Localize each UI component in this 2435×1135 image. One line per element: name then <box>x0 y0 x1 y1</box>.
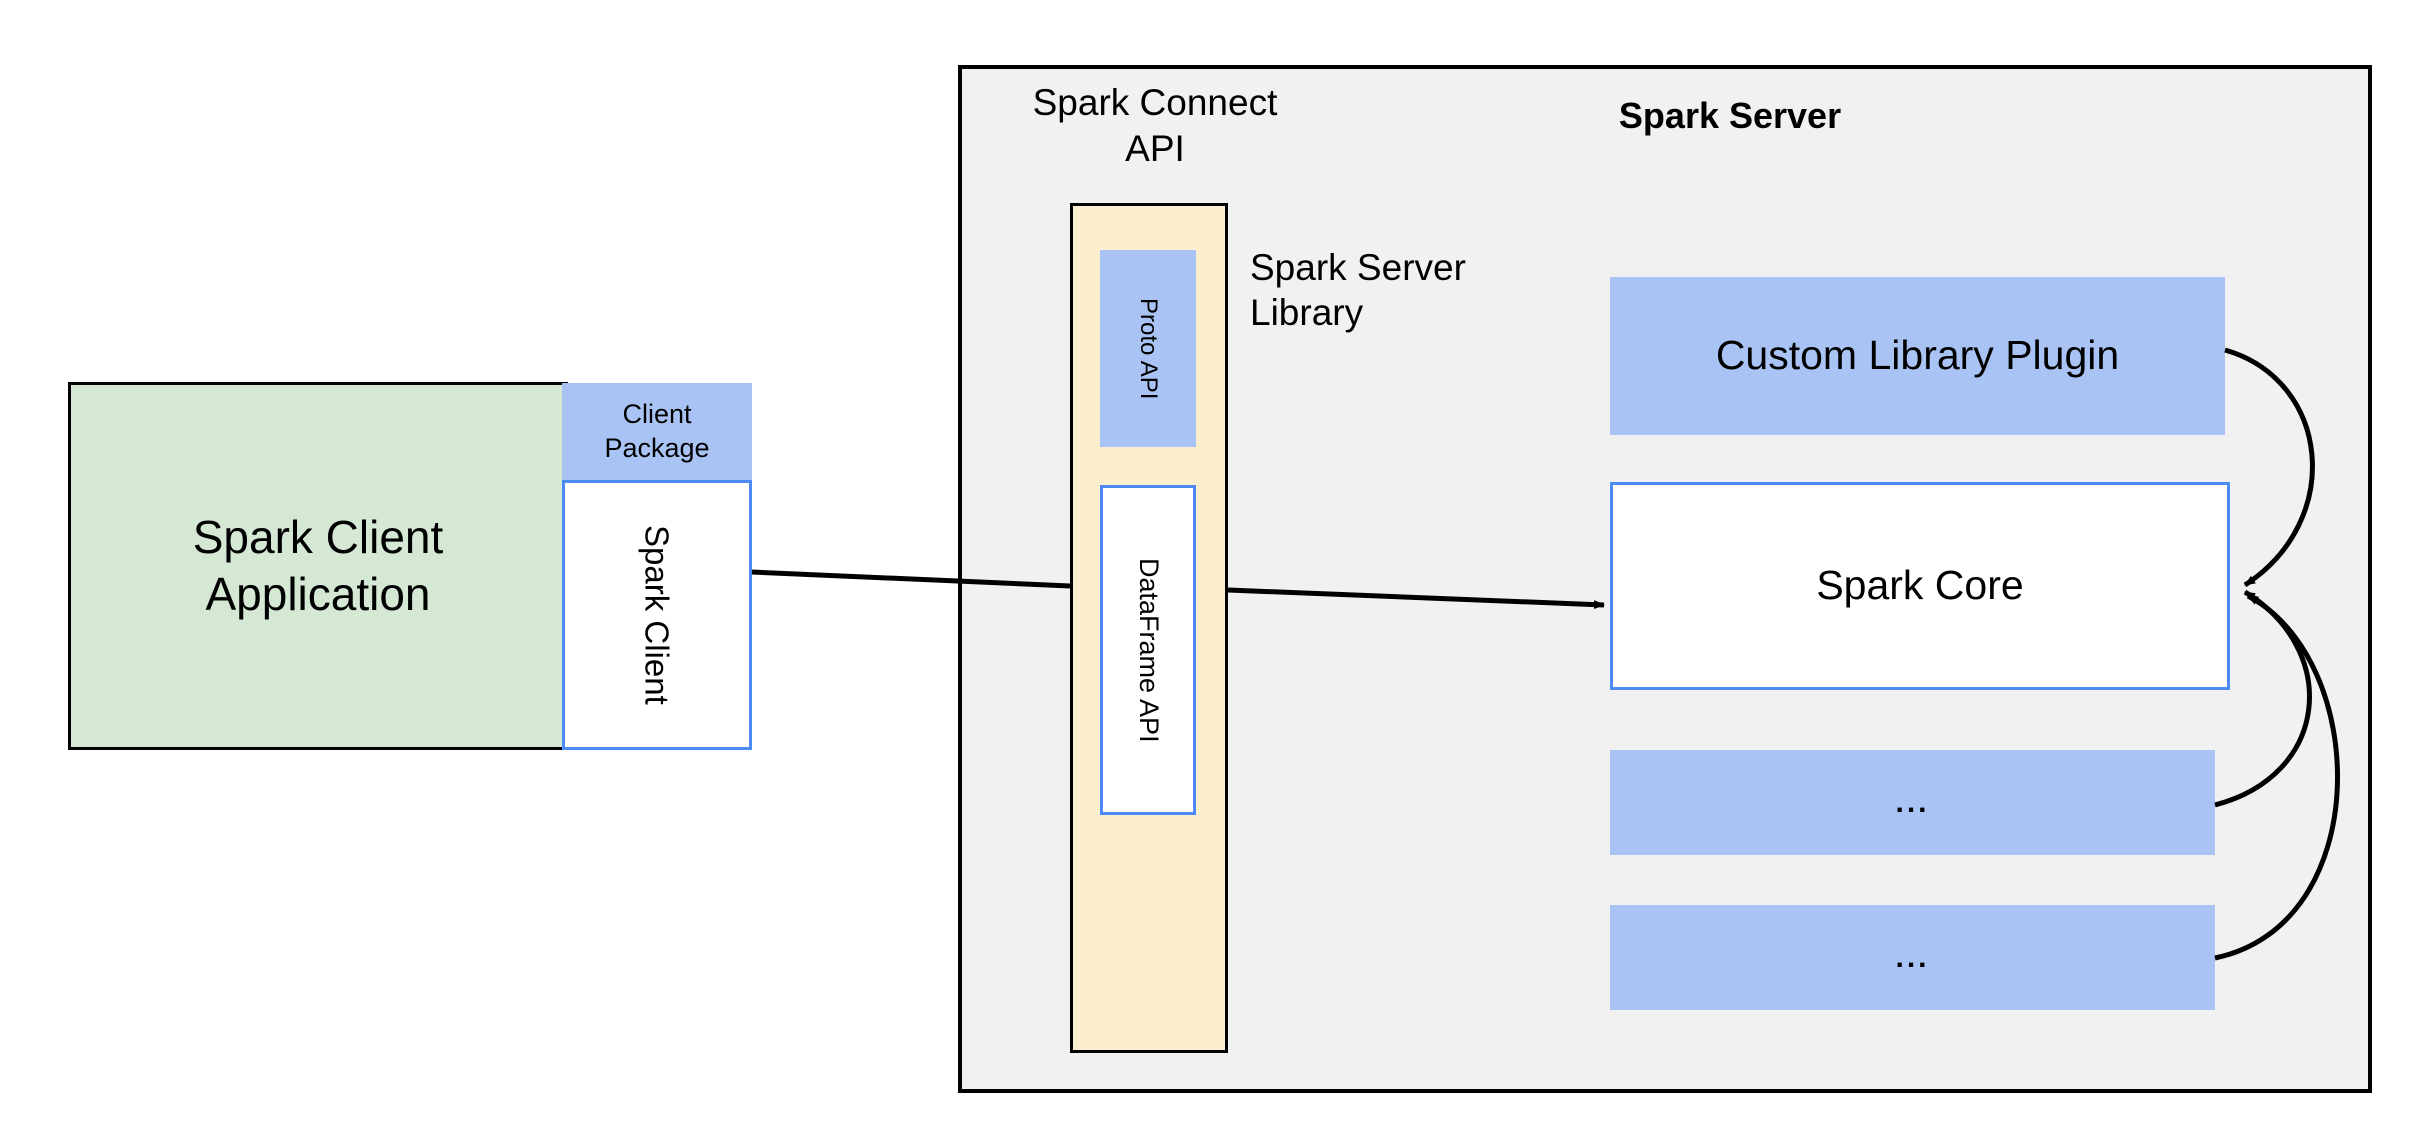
custom-library-plugin-box[interactable]: Custom Library Plugin <box>1610 277 2225 435</box>
spark-client-label: Spark Client <box>638 525 676 705</box>
client-package-label-line2: Package <box>604 432 710 463</box>
spark-client-application-label: Spark Client Application <box>193 509 444 624</box>
spark-client-application-box[interactable]: Spark Client Application <box>68 382 568 750</box>
spark-connect-api-label-lines: Spark Connect API <box>1033 80 1278 173</box>
spark-connect-api-label-line1: Spark Connect <box>1032 81 1278 123</box>
ellipsis-box-1[interactable]: ... <box>1610 750 2215 855</box>
spark-server-library-label-line2: Library <box>1250 292 1364 334</box>
spark-client-box[interactable]: Spark Client <box>562 480 752 750</box>
spark-server-library-label: Spark Server Library <box>1250 245 1550 345</box>
dataframe-api-box[interactable]: DataFrame API <box>1100 485 1196 815</box>
dataframe-api-label: DataFrame API <box>1133 557 1164 743</box>
spark-core-box[interactable]: Spark Core <box>1610 482 2230 690</box>
ellipsis-box-2[interactable]: ... <box>1610 905 2215 1010</box>
client-package-label: Client Package <box>604 398 709 466</box>
client-package-label-line1: Client <box>622 398 692 429</box>
spark-server-library-label-line1: Spark Server <box>1250 247 1466 288</box>
spark-connect-api-label: Spark Connect API <box>1005 72 1305 180</box>
proto-api-label: Proto API <box>1135 297 1162 400</box>
client-package-box[interactable]: Client Package <box>562 383 752 480</box>
spark-connect-api-label-line2: API <box>1125 128 1185 169</box>
spark-client-application-label-line1: Spark Client <box>192 510 444 563</box>
proto-api-box[interactable]: Proto API <box>1100 250 1196 447</box>
spark-client-application-label-line2: Application <box>205 568 431 620</box>
spark-server-title: Spark Server <box>1618 94 1842 136</box>
